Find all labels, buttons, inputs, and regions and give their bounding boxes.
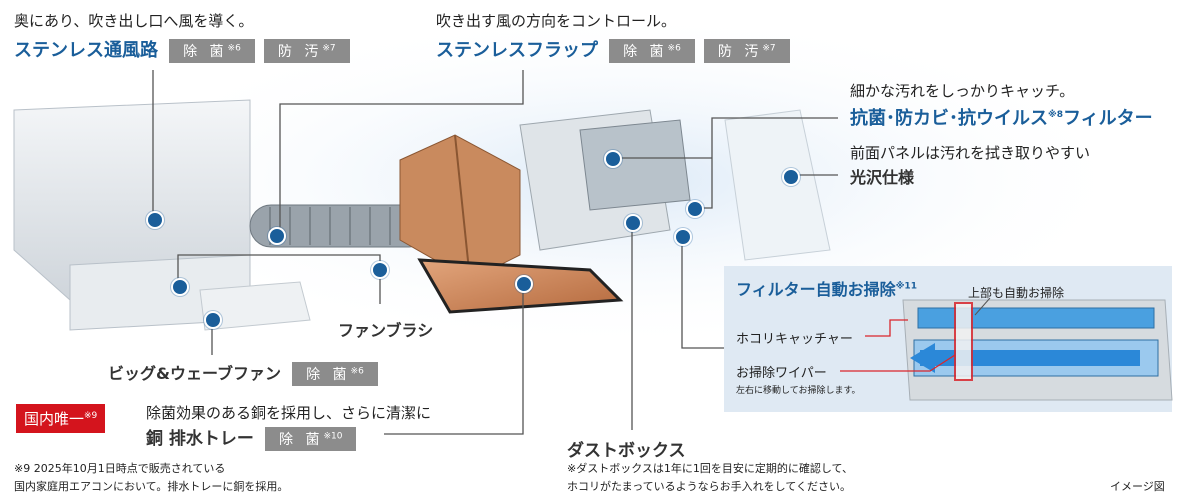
marker-fan-lower <box>204 311 222 329</box>
flap-tag-sterilize: 除 菌※6 <box>609 39 695 63</box>
marker-tray <box>515 275 533 293</box>
panel-subtitle: 前面パネルは汚れを拭き取りやすい <box>850 144 1091 162</box>
airway-heading: ステンレス通風路 除 菌※6 防 汚※7 <box>14 36 350 63</box>
flap-title: ステンレスフラップ <box>436 40 598 61</box>
footnote-line-1: ※9 2025年10月1日時点で販売されている <box>14 462 226 475</box>
marker-fan <box>171 278 189 296</box>
auto-clean-top-label: 上部も自動お掃除 <box>968 286 1065 300</box>
marker-panel <box>782 168 800 186</box>
heat-exchanger-fins <box>454 134 471 281</box>
marker-airway <box>146 211 164 229</box>
airway-tag-sterilize: 除 菌※6 <box>169 39 255 63</box>
auto-clean-title: フィルター自動お掃除※11 <box>736 280 917 299</box>
dustbox-note-2: ホコリがたまっているようならお手入れをしてください。 <box>567 480 852 493</box>
flap-tag-antifouling: 防 汚※7 <box>703 39 790 63</box>
top-label-line <box>974 297 991 316</box>
catcher-line <box>865 319 908 337</box>
tray-tag-sterilize: 除 菌※10 <box>265 427 357 451</box>
auto-clean-catcher-label: ホコリキャッチャー <box>736 332 853 347</box>
brush-label: ファンブラシ <box>338 321 434 340</box>
footnote-line-2: 国内家庭用エアコンにおいて。排水トレーに銅を採用。 <box>14 480 289 493</box>
panel-title: 光沢仕様 <box>850 168 915 187</box>
tray-title: 銅 排水トレー <box>146 429 254 449</box>
airway-tag-antifouling: 防 汚※7 <box>263 39 350 63</box>
marker-dustbox <box>624 214 642 232</box>
fan-tag-sterilize: 除 菌※6 <box>292 362 378 386</box>
wiper-line <box>840 354 956 372</box>
airway-title: ステンレス通風路 <box>14 40 158 61</box>
flap-heading: ステンレスフラップ 除 菌※6 防 汚※7 <box>436 36 790 63</box>
airflow-arrowhead <box>910 343 935 373</box>
fan-label: ビッグ&ウェーブファン <box>108 364 281 383</box>
tray-subtitle: 除菌効果のある銅を採用し、さらに清潔に <box>146 404 432 422</box>
marker-brush <box>371 261 389 279</box>
auto-clean-wiper-note: 左右に移動してお掃除します。 <box>736 386 861 396</box>
marker-filter-right <box>686 200 704 218</box>
flap-panel <box>199 281 311 331</box>
tray-badge: 国内唯一※9 <box>16 404 106 433</box>
auto-clean-filter-top <box>917 307 1155 329</box>
front-panel <box>724 109 831 261</box>
flap-subtitle: 吹き出す風の方向をコントロール。 <box>436 12 677 30</box>
airway-subtitle: 奥にあり、吹き出し口へ風を導く。 <box>14 12 254 30</box>
marker-autoclean <box>674 228 692 246</box>
tray-heading: 銅 排水トレー 除 菌※10 <box>146 424 357 451</box>
marker-flap <box>268 227 286 245</box>
dustbox-label: ダストボックス <box>567 441 686 461</box>
image-note: イメージ図 <box>1110 480 1165 493</box>
filter-title: 抗菌･防カビ･抗ウイルス※8フィルター <box>850 108 1153 129</box>
filter-subtitle: 細かな汚れをしっかりキャッチ。 <box>850 82 1075 100</box>
wiper <box>954 302 973 381</box>
marker-filter <box>604 150 622 168</box>
filter-mesh <box>579 119 691 211</box>
dustbox-note-1: ※ダストボックスは1年に1回を目安に定期的に確認して、 <box>567 462 854 475</box>
fan-heading: ビッグ&ウェーブファン 除 菌※6 <box>108 360 378 386</box>
auto-clean-wiper-label: お掃除ワイパー <box>736 366 827 381</box>
